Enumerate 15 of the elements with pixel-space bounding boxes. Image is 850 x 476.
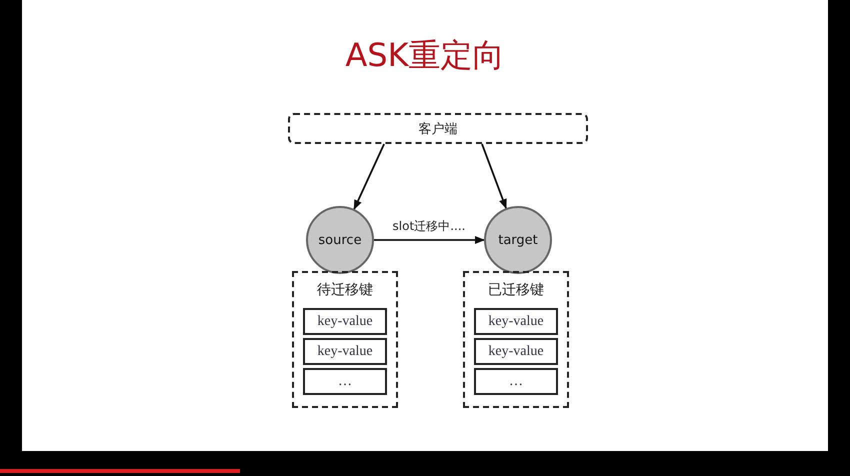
key-value-box: key-value (474, 338, 558, 365)
arrow (374, 236, 485, 244)
key-value-box: … (303, 368, 387, 395)
dashed-band: 客户端 (288, 113, 588, 144)
title: ASK重定向 (344, 35, 506, 76)
key-value-box: … (474, 368, 558, 395)
key-value-box: key-value (303, 308, 387, 335)
box-heading: 待迁移键 (317, 281, 373, 299)
dashed-box (292, 271, 398, 408)
arrow (481, 144, 507, 210)
key-value-box: key-value (474, 308, 558, 335)
key-value-box: key-value (303, 338, 387, 365)
arrow (353, 144, 385, 210)
box-heading: 已迁移键 (488, 281, 544, 299)
dashed-box (463, 271, 569, 408)
